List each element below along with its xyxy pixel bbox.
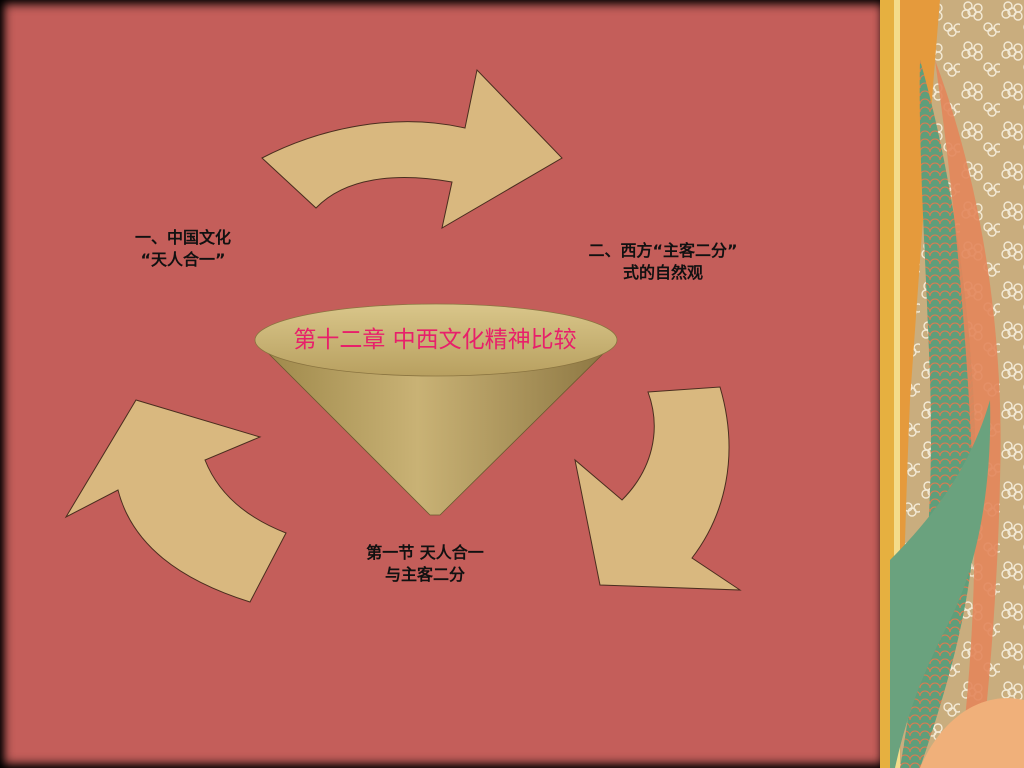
cone-top	[254, 303, 618, 377]
chapter-title: 第十二章 中西文化精神比较	[293, 327, 577, 353]
node-section-one: 第一节 天人合一 与主客二分	[345, 542, 505, 586]
node-western-view-line1: 二、西方“主客二分”	[588, 241, 738, 260]
node-chinese-culture: 一、中国文化 “天人合一”	[118, 227, 248, 271]
node-section-one-line1: 第一节 天人合一	[366, 543, 484, 562]
slide-canvas: 第十二章 中西文化精神比较 一、中国文化 “天人合一” 二、西方“主客二分” 式…	[0, 0, 880, 768]
decorative-border	[880, 0, 1024, 768]
cycle-diagram	[64, 68, 742, 603]
node-chinese-culture-line2: “天人合一”	[140, 250, 226, 269]
node-western-view-line2: 式的自然观	[622, 263, 703, 282]
arrow-left	[64, 399, 287, 603]
node-chinese-culture-line1: 一、中国文化	[134, 228, 231, 247]
arrow-right	[574, 386, 742, 591]
arrow-top	[261, 68, 563, 230]
node-western-view: 二、西方“主客二分” 式的自然观	[558, 240, 768, 284]
node-section-one-line2: 与主客二分	[384, 565, 465, 584]
